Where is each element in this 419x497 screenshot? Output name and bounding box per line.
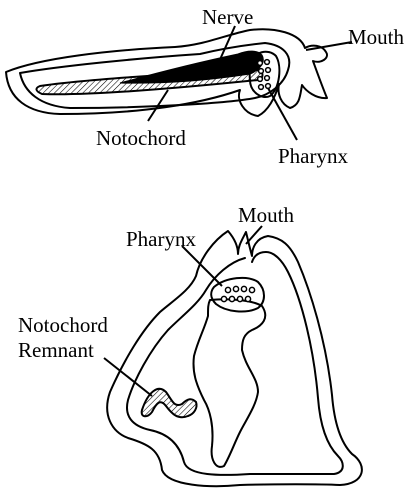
gill-slit (245, 296, 250, 301)
gill-slit (233, 286, 238, 291)
gill-slit (265, 60, 270, 65)
gill-slit (241, 286, 246, 291)
adult-outer-outline (107, 231, 362, 486)
pharynx-leader-line (268, 88, 297, 140)
label-notochord: Notochord (96, 126, 186, 150)
adult-gill-slits (221, 286, 254, 301)
gill-slit (259, 69, 264, 74)
gill-slit (229, 296, 234, 301)
label-notochord-remnant-line2: Remnant (18, 338, 94, 362)
gill-slit (258, 77, 263, 82)
gill-slit (237, 296, 242, 301)
gill-slit (249, 287, 254, 292)
gill-slit (259, 85, 264, 90)
label-nerve: Nerve (202, 5, 253, 29)
notochord (36, 70, 262, 94)
mouth-leader-line-bottom (246, 226, 262, 244)
label-notochord-remnant-line1: Notochord (18, 313, 108, 337)
pharynx-leader-line-bottom (182, 246, 222, 286)
gill-slit (221, 296, 226, 301)
gill-slit (266, 68, 271, 73)
gill-slit (258, 61, 263, 66)
label-pharynx-bottom: Pharynx (126, 227, 196, 251)
label-mouth-bottom: Mouth (238, 203, 295, 227)
gill-slit (265, 76, 270, 81)
label-mouth-top: Mouth (348, 25, 405, 49)
adult-body (193, 299, 265, 467)
gill-slit (225, 287, 230, 292)
adult-figure (107, 231, 362, 486)
gill-slit (266, 84, 271, 89)
label-pharynx-top: Pharynx (278, 144, 348, 168)
